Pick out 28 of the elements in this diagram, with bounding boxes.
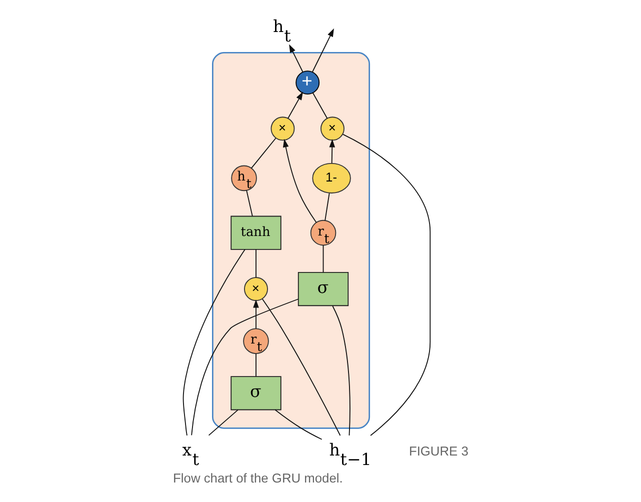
caption: Flow chart of the GRU model. bbox=[173, 470, 343, 486]
connector bbox=[312, 92, 328, 119]
arrow bbox=[312, 28, 334, 72]
node-ellipse: 1- bbox=[312, 162, 351, 194]
node-circle: × bbox=[244, 277, 268, 301]
node-circle: × bbox=[270, 116, 295, 141]
label: FIGURE 3 bbox=[408, 444, 468, 459]
arrow bbox=[282, 138, 317, 223]
connector bbox=[191, 298, 299, 436]
connector bbox=[262, 298, 341, 436]
node-box: σ bbox=[298, 272, 349, 306]
arrow bbox=[253, 299, 259, 329]
node-box: σ bbox=[230, 376, 282, 410]
node-box: tanh bbox=[230, 216, 282, 250]
connector bbox=[208, 409, 238, 436]
connector bbox=[246, 190, 253, 217]
connector bbox=[324, 192, 330, 221]
arrow bbox=[289, 44, 304, 72]
connector bbox=[332, 306, 350, 436]
connector bbox=[342, 134, 431, 436]
arrow bbox=[288, 92, 304, 119]
connector bbox=[274, 409, 322, 440]
connector bbox=[322, 244, 324, 273]
node-circle: + bbox=[296, 70, 320, 95]
connector bbox=[251, 138, 276, 169]
node-circle: × bbox=[320, 116, 344, 141]
connector bbox=[182, 249, 246, 436]
arrow bbox=[329, 139, 336, 164]
